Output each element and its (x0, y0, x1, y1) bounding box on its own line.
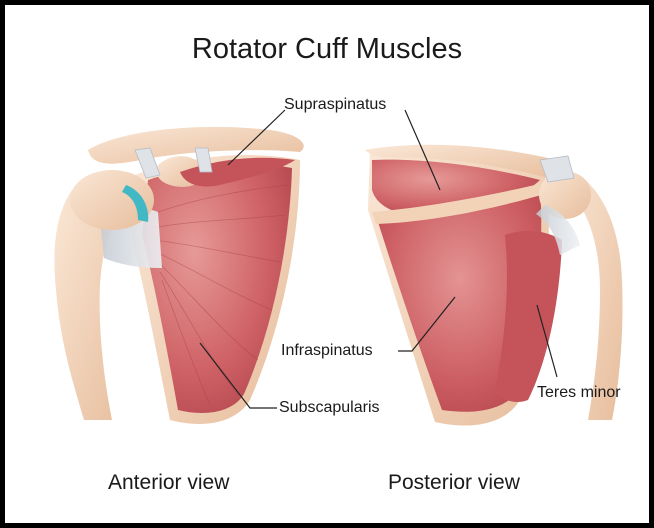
label-subscapularis: Subscapularis (279, 399, 380, 417)
anterior-shoulder (54, 127, 303, 424)
diagram-title: Rotator Cuff Muscles (0, 33, 654, 66)
label-infraspinatus: Infraspinatus (281, 342, 373, 360)
anterior-view-caption: Anterior view (108, 471, 229, 495)
label-supraspinatus: Supraspinatus (284, 96, 386, 114)
posterior-view-caption: Posterior view (388, 471, 520, 495)
label-teres-minor: Teres minor (537, 384, 621, 402)
